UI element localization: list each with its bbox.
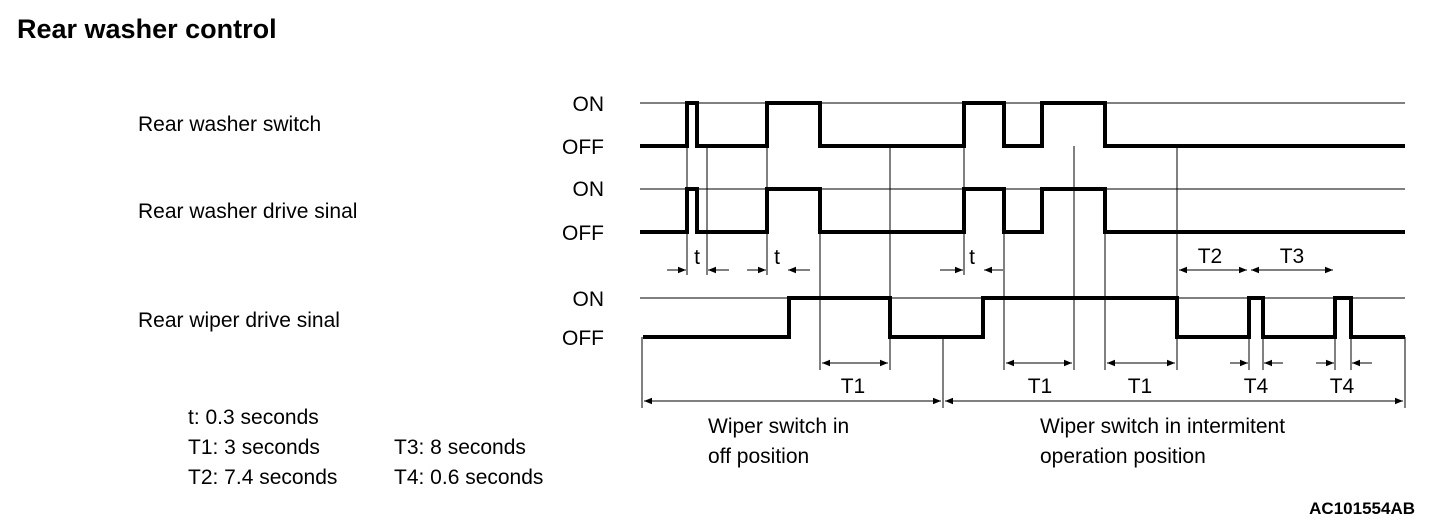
region-label-int-line2: operation position xyxy=(1040,445,1206,468)
waveform-washer-switch xyxy=(640,101,1405,148)
legend-t: t: 0.3 seconds xyxy=(188,406,319,429)
region-label-off-line2: off position xyxy=(708,445,809,468)
signal-label-washer-drive: Rear washer drive sinal xyxy=(138,200,357,223)
off-label-wiper-drive: OFF xyxy=(562,327,604,350)
waveform-washer-drive xyxy=(640,187,1405,234)
interval-t-label-1: t xyxy=(694,246,700,269)
region-label-int-line1: Wiper switch in intermitent xyxy=(1040,415,1285,438)
on-label-washer-drive: ON xyxy=(573,178,605,201)
figure-code: AC101554AB xyxy=(1309,499,1415,518)
off-label-washer-drive: OFF xyxy=(562,222,604,245)
region-label-off-line1: Wiper switch in xyxy=(708,415,849,438)
interval-T4-label-2: T4 xyxy=(1330,375,1355,398)
page-title: Rear washer control xyxy=(17,14,277,44)
signal-label-wiper-drive: Rear wiper drive sinal xyxy=(138,309,340,332)
interval-T3-label: T3 xyxy=(1280,245,1305,268)
interval-T4-label-1: T4 xyxy=(1244,375,1269,398)
legend-T2: T2: 7.4 seconds xyxy=(188,466,337,489)
interval-t-label-3: t xyxy=(969,246,975,269)
legend-T3: T3: 8 seconds xyxy=(394,436,526,459)
legend-T4: T4: 0.6 seconds xyxy=(394,466,543,489)
interval-T1-label-3: T1 xyxy=(1128,375,1153,398)
legend-T1: T1: 3 seconds xyxy=(188,436,320,459)
off-label-washer-switch: OFF xyxy=(562,136,604,159)
interval-T1-label-1: T1 xyxy=(841,375,866,398)
on-label-wiper-drive: ON xyxy=(573,288,605,311)
on-label-washer-switch: ON xyxy=(573,93,605,116)
interval-t-label-2: t xyxy=(774,246,780,269)
signal-label-washer-switch: Rear washer switch xyxy=(138,113,321,136)
interval-T1-label-2: T1 xyxy=(1028,375,1053,398)
interval-T2-label: T2 xyxy=(1198,245,1223,268)
waveform-wiper-drive xyxy=(643,296,1405,339)
timing-guides xyxy=(641,146,1406,408)
